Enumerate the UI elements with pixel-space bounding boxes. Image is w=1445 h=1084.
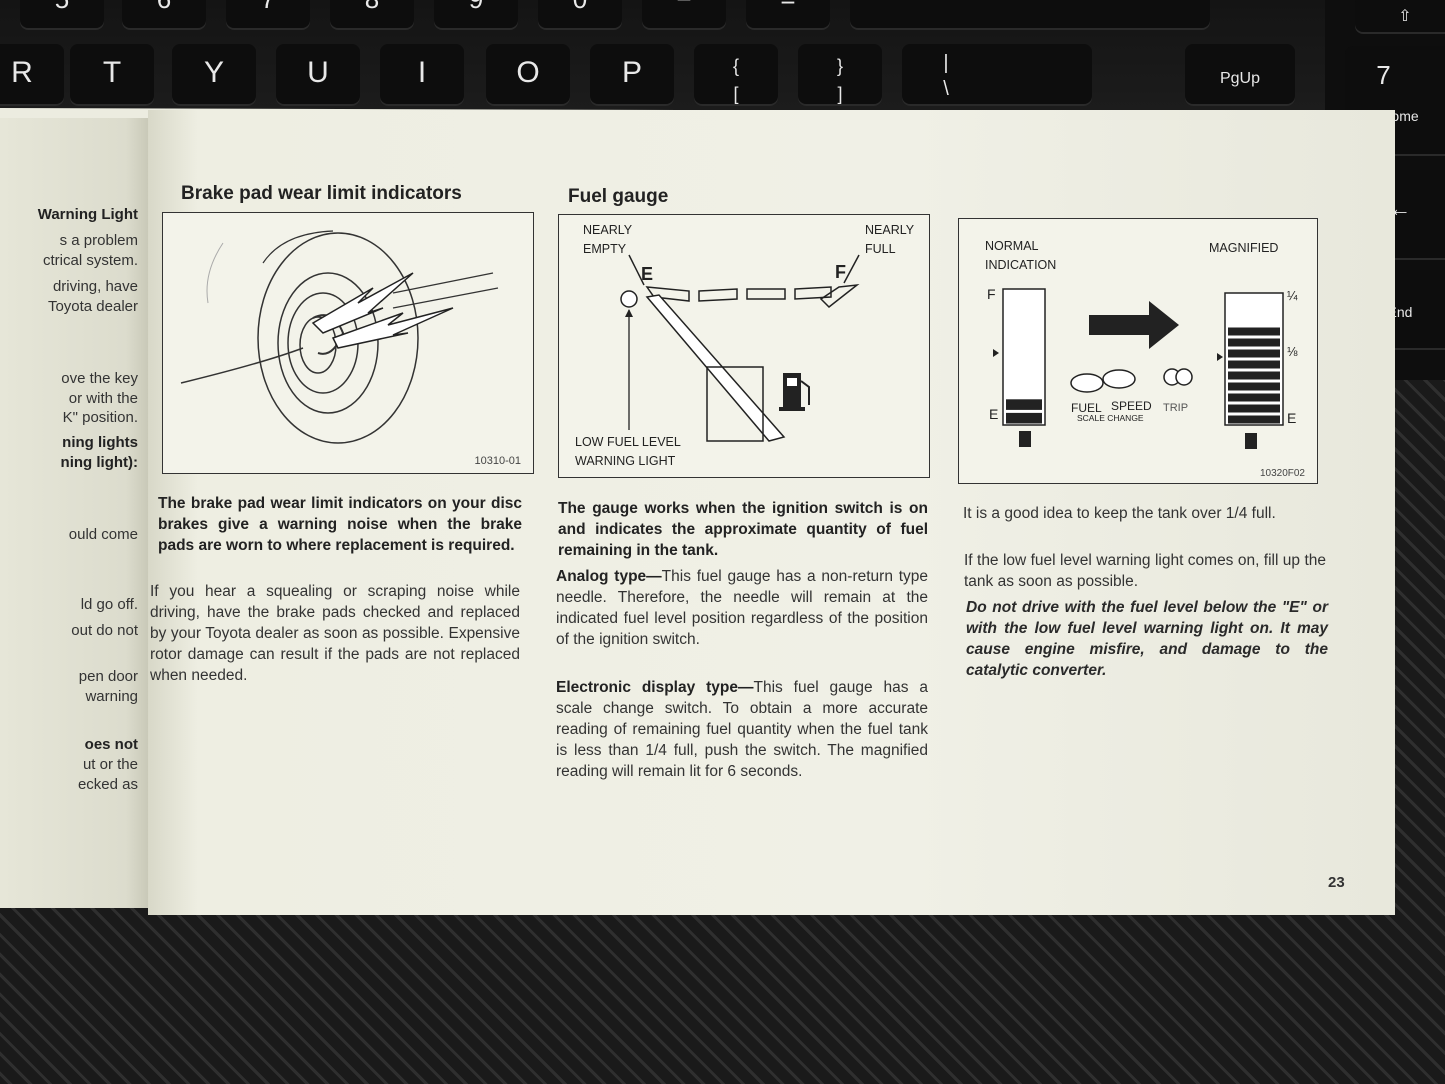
fuel-gauge-illustration <box>620 254 860 442</box>
fuel-level-segment <box>1228 360 1280 369</box>
key-u[interactable]: U <box>276 44 360 106</box>
fuel-level-segment <box>1228 393 1280 402</box>
left-line: ning light): <box>60 454 138 471</box>
gauge-f-mark: F <box>835 262 846 282</box>
key-pgup[interactable]: PgUp <box>1185 44 1295 106</box>
key-o[interactable]: O <box>486 44 570 106</box>
key-0[interactable]: 0 <box>538 0 622 30</box>
left-line: Toyota dealer <box>47 298 138 315</box>
analog-type-paragraph: Analog type—This fuel gauge has a non-re… <box>556 566 928 650</box>
nearly-empty-label: NEARLY EMPTY <box>583 223 633 256</box>
electronic-display-figure: NORMAL INDICATION MAGNIFIED F E ¼ ⅛ E FU… <box>958 218 1318 484</box>
scale-change-label: SCALE CHANGE <box>1077 413 1144 423</box>
brake-bold-paragraph: The brake pad wear limit indicators on y… <box>158 495 522 554</box>
fuel-level-segment <box>1228 349 1280 358</box>
key-y[interactable]: Y <box>172 44 256 106</box>
key-backspace[interactable] <box>850 0 1210 30</box>
key-close-brace[interactable]: }] <box>798 44 882 106</box>
key-6[interactable]: 6 <box>122 0 206 30</box>
brake-figure-code: 10310-01 <box>474 455 522 467</box>
low-fuel-advice-paragraph: If the low fuel level warning light come… <box>964 552 1326 590</box>
fuel-gauge-figure: NEARLY EMPTY NEARLY FULL E F LOW FUEL LE… <box>558 214 930 478</box>
electronic-type-heading: Electronic display type— <box>556 679 754 696</box>
left-line: Warning Light <box>37 206 138 223</box>
low-fuel-warning-label: LOW FUEL LEVEL WARNING LIGHT <box>575 435 681 468</box>
quarter-mark: ¼ <box>1287 289 1298 303</box>
left-line: driving, have <box>52 278 138 295</box>
key-7[interactable]: 7 <box>226 0 310 30</box>
key-5[interactable]: 5 <box>20 0 104 30</box>
left-line: ecked as <box>77 776 138 793</box>
electronic-display-illustration <box>993 288 1284 449</box>
normal-f-mark: F <box>987 286 996 302</box>
fuel-level-segment <box>1228 338 1280 347</box>
left-line: or with the <box>68 390 138 407</box>
page-number: 23 <box>1328 874 1345 891</box>
left-line: ctrical system. <box>42 252 138 269</box>
key-backslash[interactable]: |\ <box>902 44 1092 106</box>
fuel-level-segment <box>1228 327 1280 336</box>
left-page: Warning Light s a problem ctrical system… <box>0 118 148 908</box>
left-line: ove the key <box>61 370 138 387</box>
key-9[interactable]: 9 <box>434 0 518 30</box>
fuel-level-segment <box>1228 371 1280 380</box>
left-line: ld go off. <box>80 596 138 613</box>
fuel-button-label: FUEL <box>1071 401 1102 415</box>
magnified-label: MAGNIFIED <box>1209 241 1279 255</box>
key-i[interactable]: I <box>380 44 464 106</box>
fuel-level-segment <box>1006 399 1042 410</box>
caution-paragraph: Do not drive with the fuel level below t… <box>966 599 1328 679</box>
fuel-level-segment <box>1006 412 1042 424</box>
display-figure-code: 10320F02 <box>1259 468 1305 479</box>
key-shift-lock[interactable]: ⇧ <box>1355 0 1445 34</box>
normal-indication-label: NORMAL INDICATION <box>985 239 1057 272</box>
brake-figure: 10310-01 <box>162 212 534 474</box>
eighth-mark: ⅛ <box>1287 345 1298 359</box>
fuel-bold-paragraph: The gauge works when the ignition switch… <box>558 500 928 559</box>
left-line: oes not <box>84 736 138 753</box>
left-line: s a problem <box>59 232 138 249</box>
fuel-level-segment <box>1228 415 1280 424</box>
brake-disc-illustration <box>180 230 499 444</box>
tank-advice-paragraph: It is a good idea to keep the tank over … <box>963 505 1276 522</box>
left-line: ut or the <box>82 756 138 773</box>
left-page-ghost-text <box>138 148 142 165</box>
left-line: out do not <box>71 622 138 639</box>
electronic-type-paragraph: Electronic display type—This fuel gauge … <box>556 677 928 782</box>
speed-button-label: SPEED <box>1111 399 1152 413</box>
left-line: ning lights <box>62 434 138 451</box>
left-line: K" position. <box>62 409 138 426</box>
brake-heading: Brake pad wear limit indicators <box>181 183 462 204</box>
trip-button-label: TRIP <box>1163 402 1189 414</box>
fuel-level-segment <box>1228 382 1280 391</box>
magnified-e-mark: E <box>1287 410 1297 426</box>
left-line: ould come <box>68 526 138 543</box>
fuel-level-segment <box>1228 404 1280 413</box>
normal-e-mark: E <box>989 406 999 422</box>
key-open-brace[interactable]: {[ <box>694 44 778 106</box>
fuel-heading: Fuel gauge <box>568 186 669 207</box>
gauge-e-mark: E <box>641 264 654 284</box>
analog-type-heading: Analog type— <box>556 568 662 585</box>
key-r[interactable]: R <box>0 44 64 106</box>
key-t[interactable]: T <box>70 44 154 106</box>
analog-type-text: This fuel gauge has a non-return type ne… <box>556 568 928 648</box>
nearly-full-label: NEARLY FULL <box>865 223 915 256</box>
key-minus[interactable]: − <box>642 0 726 30</box>
brake-paragraph: If you hear a squealing or scraping nois… <box>150 583 520 684</box>
electronic-type-text: This fuel gauge has a scale change switc… <box>556 679 928 780</box>
key-8[interactable]: 8 <box>330 0 414 30</box>
key-equals[interactable]: = <box>746 0 830 30</box>
left-line: pen door <box>78 668 138 685</box>
faint-back-heading <box>955 187 959 204</box>
key-p[interactable]: P <box>590 44 674 106</box>
left-line: warning <box>85 688 138 705</box>
